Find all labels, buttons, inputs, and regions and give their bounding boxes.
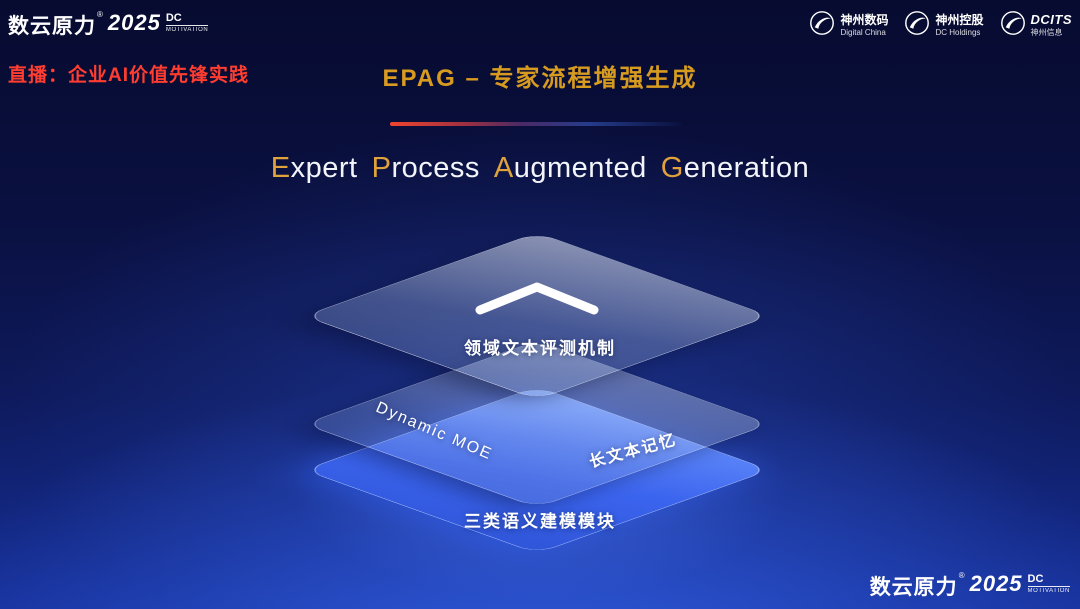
partner-text: DCITS 神州信息	[1030, 12, 1073, 38]
partner-name: 神州数码	[840, 13, 889, 27]
heading-word: Process	[371, 152, 480, 184]
partner-dc-holdings: 神州控股 DC Holdings	[904, 10, 984, 41]
brand-logo-top: 数云原力® 2025 DC MOTIVATION	[8, 10, 209, 40]
partner-logos: 神州数码 Digital China 神州控股 DC Holdings DCIT…	[809, 10, 1072, 41]
brand-logo-bottom: 数云原力® 2025 DC MOTIVATION	[870, 571, 1070, 601]
partner-subtitle: DC Holdings	[935, 27, 981, 37]
chevron-up-icon	[462, 276, 612, 325]
partner-subtitle: Digital China	[840, 27, 886, 37]
heading-word: Augmented	[493, 152, 647, 184]
registered-mark: ®	[97, 10, 103, 19]
brand-year: 2025	[107, 10, 161, 35]
dc-holdings-swoosh-icon	[904, 10, 930, 41]
partner-text: 神州控股 DC Holdings	[935, 13, 984, 37]
brand-subtitle-line1: DC	[165, 13, 209, 26]
page-title: Expert Process Augmented Generation	[0, 152, 1080, 185]
brand-name: 数云原力	[8, 15, 96, 38]
brand-name: 数云原力	[869, 576, 958, 599]
partner-dcits: DCITS 神州信息	[1000, 10, 1073, 41]
brand-year: 2025	[969, 571, 1023, 596]
gradient-divider	[390, 122, 682, 126]
layer1-label: 领域文本评测机制	[464, 339, 616, 358]
partner-name: 神州控股	[935, 13, 984, 27]
live-stream-label: 直播：企业AI价值先锋实践	[8, 65, 250, 86]
slide-title: EPAG – 专家流程增强生成	[382, 65, 698, 92]
brand-subtitle-line2: MOTIVATION	[165, 27, 209, 33]
heading-word: Expert	[270, 152, 358, 184]
heading-word: Generation	[660, 152, 810, 184]
partner-text: 神州数码 Digital China	[840, 13, 889, 37]
partner-digital-china: 神州数码 Digital China	[809, 10, 888, 41]
brand-subtitle: DC MOTIVATION	[165, 13, 209, 33]
brand-subtitle-line1: DC	[1027, 574, 1070, 587]
registered-mark: ®	[958, 571, 965, 580]
digital-china-swoosh-icon	[809, 10, 835, 41]
dcits-swoosh-icon	[1000, 10, 1026, 41]
partner-subtitle: 神州信息	[1030, 28, 1063, 38]
brand-subtitle-line2: MOTIVATION	[1027, 588, 1070, 594]
brand-subtitle: DC MOTIVATION	[1027, 574, 1070, 594]
layer3-label: 三类语义建模模块	[464, 512, 616, 531]
partner-name: DCITS	[1030, 12, 1072, 28]
